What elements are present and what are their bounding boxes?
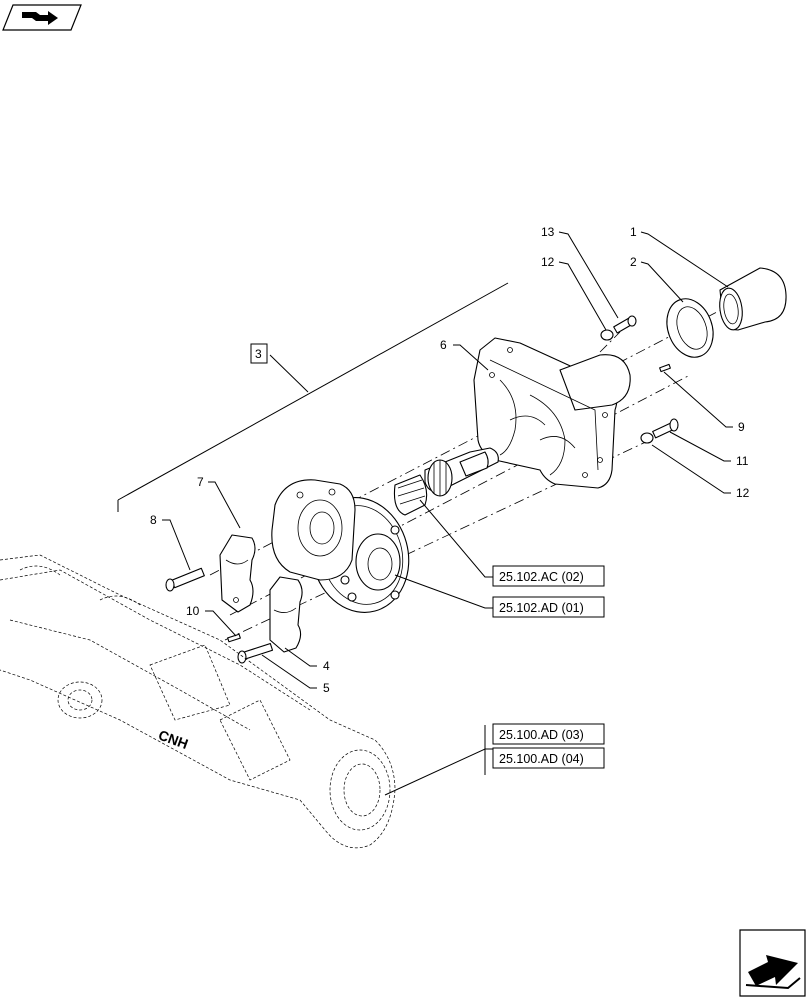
part-bolt-top <box>600 315 637 341</box>
part-bolt-5 <box>237 642 274 664</box>
leader-lines <box>162 231 733 796</box>
callout-6: 6 <box>440 338 447 352</box>
part-bearing-cap-lower <box>269 576 303 653</box>
callout-13: 13 <box>541 225 555 239</box>
callout-7: 7 <box>197 475 204 489</box>
part-differential-housing <box>473 337 631 489</box>
callout-5: 5 <box>323 681 330 695</box>
reference-label: 25.100.AD (03) <box>499 728 584 742</box>
reference-label: 25.102.AC (02) <box>499 570 584 584</box>
reference-25-102-ad-01[interactable]: 25.102.AD (01) <box>492 596 605 618</box>
book-arrow-icon[interactable] <box>2 4 82 31</box>
callout-8: 8 <box>150 513 157 527</box>
part-bushing <box>719 267 787 331</box>
part-bolt-8 <box>165 567 205 592</box>
callout-4: 4 <box>323 659 330 673</box>
part-pin-10 <box>227 633 241 643</box>
part-seal-ring <box>666 298 714 358</box>
callout-3: 3 <box>255 347 262 361</box>
callout-12-top: 12 <box>541 255 555 269</box>
part-bearing-cap-upper <box>219 534 256 613</box>
callout-labels: 1 2 4 5 6 7 8 9 10 11 12 12 13 <box>150 225 750 695</box>
callout-12-right: 12 <box>736 486 750 500</box>
reference-25-102-ac-02[interactable]: 25.102.AC (02) <box>492 565 605 587</box>
callout-10: 10 <box>186 604 200 618</box>
part-pinion-shaft <box>393 447 499 516</box>
axle-logo: CNH <box>156 727 190 752</box>
callout-3-box: 3 <box>250 343 268 364</box>
reference-25-100-ad-04[interactable]: 25.100.AD (04) <box>492 747 605 769</box>
next-page-arrow-icon[interactable] <box>739 929 806 997</box>
callout-9: 9 <box>738 420 745 434</box>
part-pin <box>659 363 671 373</box>
part-differential-cage <box>271 479 356 581</box>
reference-25-100-ad-03[interactable]: 25.100.AD (03) <box>492 723 605 745</box>
callout-1: 1 <box>630 225 637 239</box>
assembly-bracket-3 <box>117 282 509 512</box>
callout-11: 11 <box>736 454 749 468</box>
reference-label: 25.102.AD (01) <box>499 601 584 615</box>
reference-label: 25.100.AD (04) <box>499 752 584 766</box>
part-bolt-right <box>640 418 679 444</box>
callout-2: 2 <box>630 255 637 269</box>
